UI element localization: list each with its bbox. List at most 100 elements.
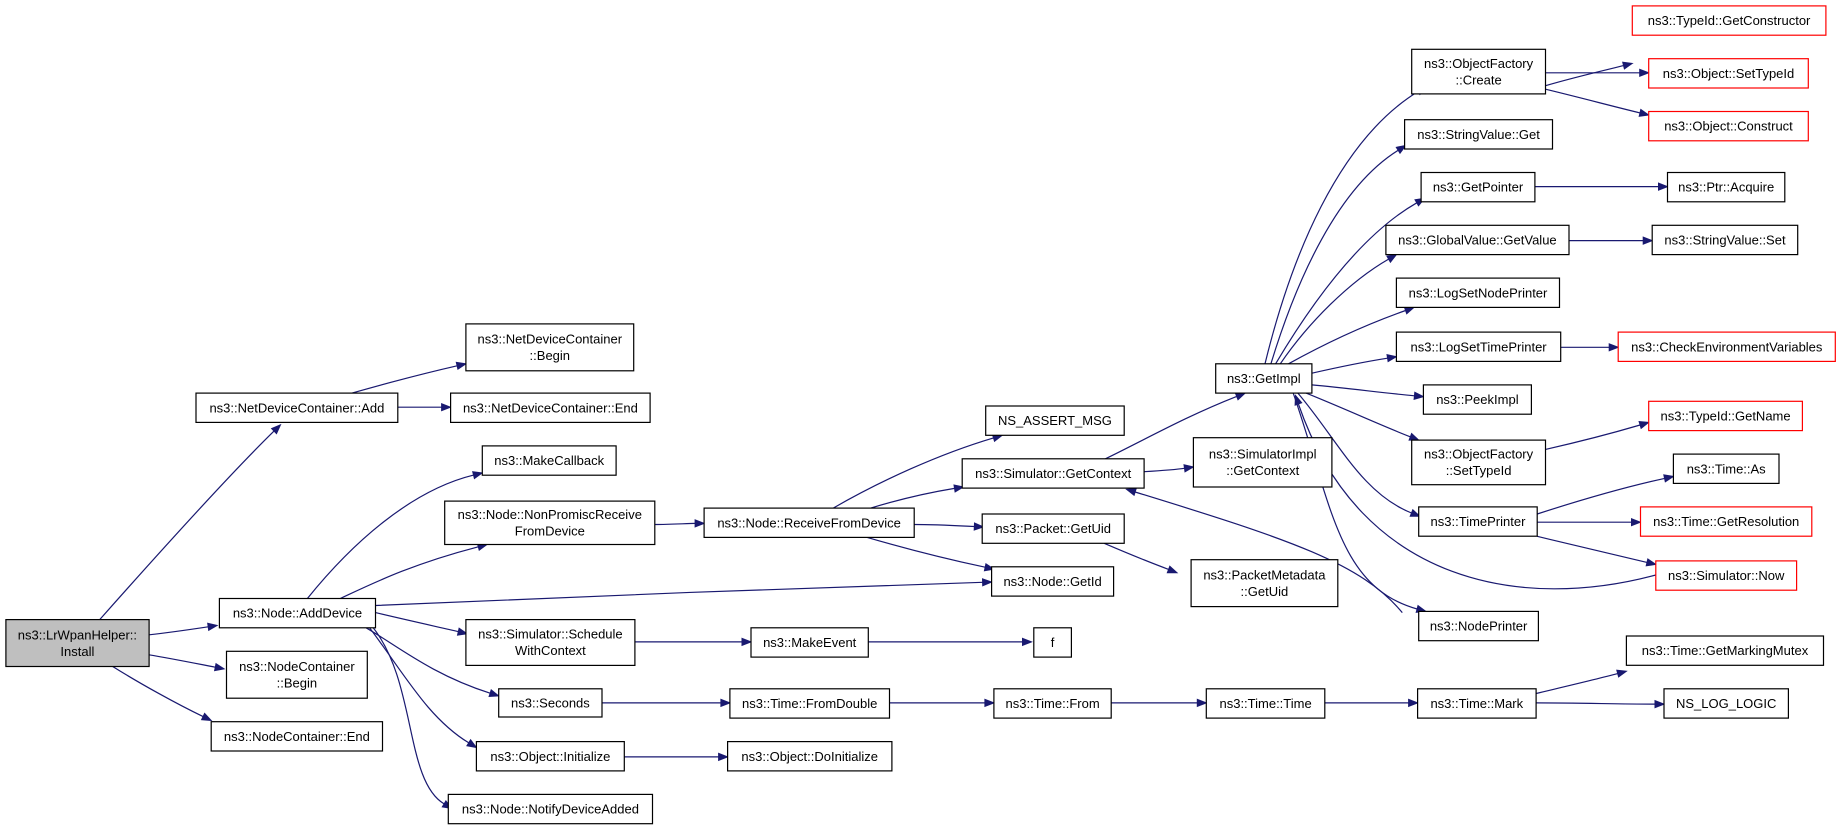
node-lognodeprinter[interactable]: ns3::LogSetNodePrinter [1395, 277, 1561, 309]
node-label: ns3::PeekImpl [1436, 392, 1518, 407]
node-tid-getname[interactable]: ns3::TypeId::GetName [1648, 400, 1803, 432]
call-edge [1270, 144, 1407, 364]
node-nc-end[interactable]: ns3::NodeContainer::End [210, 721, 384, 752]
call-edge [1125, 488, 1403, 613]
call-edge-line [340, 546, 479, 600]
node-root[interactable]: ns3::LrWpanHelper::Install [5, 618, 150, 668]
call-edge-arrowhead [1403, 306, 1416, 315]
node-label: ns3::Simulator::Now [1668, 568, 1785, 583]
node-getpointer[interactable]: ns3::GetPointer [1420, 171, 1536, 203]
node-recvfromdev[interactable]: ns3::Node::ReceiveFromDevice [703, 507, 915, 539]
node-obj-settypeid[interactable]: ns3::Object::SetTypeId [1648, 58, 1809, 89]
call-edge-arrowhead [1294, 394, 1303, 406]
node-label: ns3::NetDeviceContainer::Add [209, 400, 384, 415]
node-tid-getctor[interactable]: ns3::TypeId::GetConstructor [1631, 5, 1827, 36]
node-sim-now[interactable]: ns3::Simulator::Now [1655, 560, 1798, 591]
node-box [1666, 171, 1786, 203]
node-box [1418, 506, 1538, 537]
node-getimpl[interactable]: ns3::GetImpl [1215, 363, 1313, 394]
call-edge-line [1292, 392, 1418, 610]
call-edge-arrowhead [1631, 517, 1642, 527]
node-label: ns3::SimulatorImpl [1209, 447, 1317, 462]
call-edge-line [1275, 202, 1418, 365]
call-edge-arrowhead [984, 698, 996, 708]
node-box [985, 405, 1125, 436]
node-checkenv[interactable]: ns3::CheckEnvironmentVariables [1617, 331, 1836, 363]
node-label: ns3::Packet::GetUid [995, 521, 1111, 536]
node-label: ns3::TimePrinter [1431, 514, 1527, 529]
node-time-mark[interactable]: ns3::Time::Mark [1416, 688, 1537, 719]
call-edge-arrowhead [1386, 354, 1398, 363]
node-simimpl-ctx[interactable]: ns3::SimulatorImpl::GetContext [1192, 437, 1333, 488]
node-box [1663, 688, 1790, 719]
node-pm-getuid[interactable]: ns3::PacketMetadata::GetUid [1190, 559, 1339, 608]
node-box [1651, 224, 1799, 256]
node-label: ::GetUid [1241, 584, 1289, 599]
call-edge-line [1297, 403, 1656, 590]
node-gv-getvalue[interactable]: ns3::GlobalValue::GetValue [1385, 224, 1570, 256]
node-box [981, 513, 1125, 544]
node-box [444, 500, 656, 546]
node-time-time[interactable]: ns3::Time::Time [1205, 688, 1326, 719]
node-assert[interactable]: NS_ASSERT_MSG [985, 405, 1125, 436]
call-edge-line [867, 536, 986, 568]
node-logtimeprinter[interactable]: ns3::LogSetTimePrinter [1395, 331, 1562, 363]
node-node-adddevice[interactable]: ns3::Node::AddDevice [218, 597, 377, 629]
node-f[interactable]: f [1033, 627, 1073, 658]
node-markingmutex[interactable]: ns3::Time::GetMarkingMutex [1625, 635, 1825, 666]
call-edge-line [369, 627, 470, 744]
node-label: ns3::Ptr::Acquire [1678, 180, 1774, 195]
node-label: ::Begin [530, 348, 570, 363]
node-obj-init[interactable]: ns3::Object::Initialize [475, 740, 625, 772]
node-of-create[interactable]: ns3::ObjectFactory::Create [1411, 48, 1547, 95]
node-label: ns3::NetDeviceContainer [478, 332, 623, 347]
node-time-getres[interactable]: ns3::Time::GetResolution [1639, 506, 1813, 537]
node-doinit[interactable]: ns3::Object::DoInitialize [726, 740, 893, 772]
node-ndc-end[interactable]: ns3::NetDeviceContainer::End [450, 392, 651, 424]
node-label: ns3::Node::GetId [1003, 574, 1101, 589]
call-edge [1324, 698, 1419, 708]
call-edge [306, 471, 484, 599]
node-of-settypeid[interactable]: ns3::ObjectFactory::SetTypeId [1411, 439, 1547, 486]
call-edge-arrowhead [466, 738, 478, 749]
call-edge-line [1105, 395, 1237, 460]
node-seconds[interactable]: ns3::Seconds [498, 688, 603, 718]
node-sv-set[interactable]: ns3::StringValue::Set [1651, 224, 1799, 256]
node-peekimpl[interactable]: ns3::PeekImpl [1422, 384, 1533, 415]
call-edge [889, 698, 996, 708]
node-getcontext[interactable]: ns3::Simulator::GetContext [961, 458, 1145, 489]
node-makeevent[interactable]: ns3::MakeEvent [750, 627, 869, 658]
node-getuid[interactable]: ns3::Packet::GetUid [981, 513, 1125, 544]
call-edge-arrowhead [981, 578, 993, 587]
node-nc-begin[interactable]: ns3::NodeContainer::Begin [225, 650, 368, 699]
node-label: ns3::TypeId::GetName [1661, 409, 1791, 424]
node-label: ns3::GlobalValue::GetValue [1398, 233, 1557, 248]
node-makecallback[interactable]: ns3::MakeCallback [481, 445, 617, 476]
call-edge [1545, 421, 1651, 450]
node-nodeprinter[interactable]: ns3::NodePrinter [1418, 610, 1539, 642]
node-box [1648, 110, 1809, 142]
call-edge [369, 627, 478, 749]
node-notify[interactable]: ns3::Node::NotifyDeviceAdded [447, 793, 654, 825]
node-box [465, 323, 635, 372]
call-edge-line [1311, 357, 1388, 374]
call-edge [654, 519, 706, 528]
call-edge-arrowhead [741, 637, 753, 647]
call-edge [1537, 474, 1675, 515]
node-loglogic[interactable]: NS_LOG_LOGIC [1663, 688, 1790, 719]
node-time-as[interactable]: ns3::Time::As [1672, 453, 1780, 485]
call-edge [1311, 354, 1398, 374]
node-ptr-acquire[interactable]: ns3::Ptr::Acquire [1666, 171, 1786, 203]
node-getid[interactable]: ns3::Node::GetId [990, 566, 1115, 597]
call-edge [351, 361, 468, 394]
node-sv-get[interactable]: ns3::StringValue::Get [1403, 119, 1554, 150]
node-ndc-begin[interactable]: ns3::NetDeviceContainer::Begin [465, 323, 635, 372]
node-time-from[interactable]: ns3::Time::From [993, 688, 1112, 719]
node-timeprinter[interactable]: ns3::TimePrinter [1418, 506, 1538, 537]
node-obj-construct[interactable]: ns3::Object::Construct [1648, 110, 1809, 142]
call-edge-arrowhead [1395, 144, 1407, 155]
node-ndc-add[interactable]: ns3::NetDeviceContainer::Add [195, 392, 399, 424]
node-fromdouble[interactable]: ns3::Time::FromDouble [729, 688, 891, 719]
